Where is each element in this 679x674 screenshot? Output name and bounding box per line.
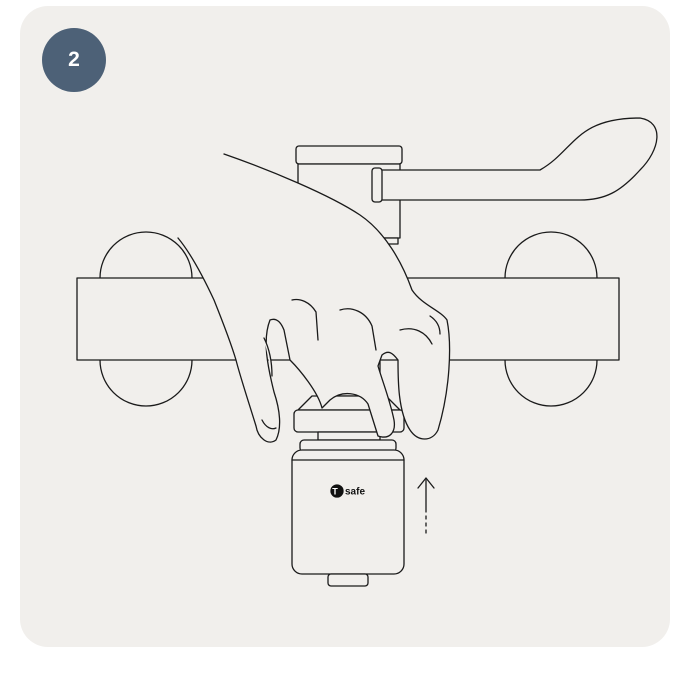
lever-handle xyxy=(372,118,657,202)
arrow-up-icon xyxy=(418,478,434,536)
filter-cartridge xyxy=(292,440,404,586)
brand-name: safe xyxy=(345,487,365,498)
brand-mark: T xyxy=(332,487,338,497)
